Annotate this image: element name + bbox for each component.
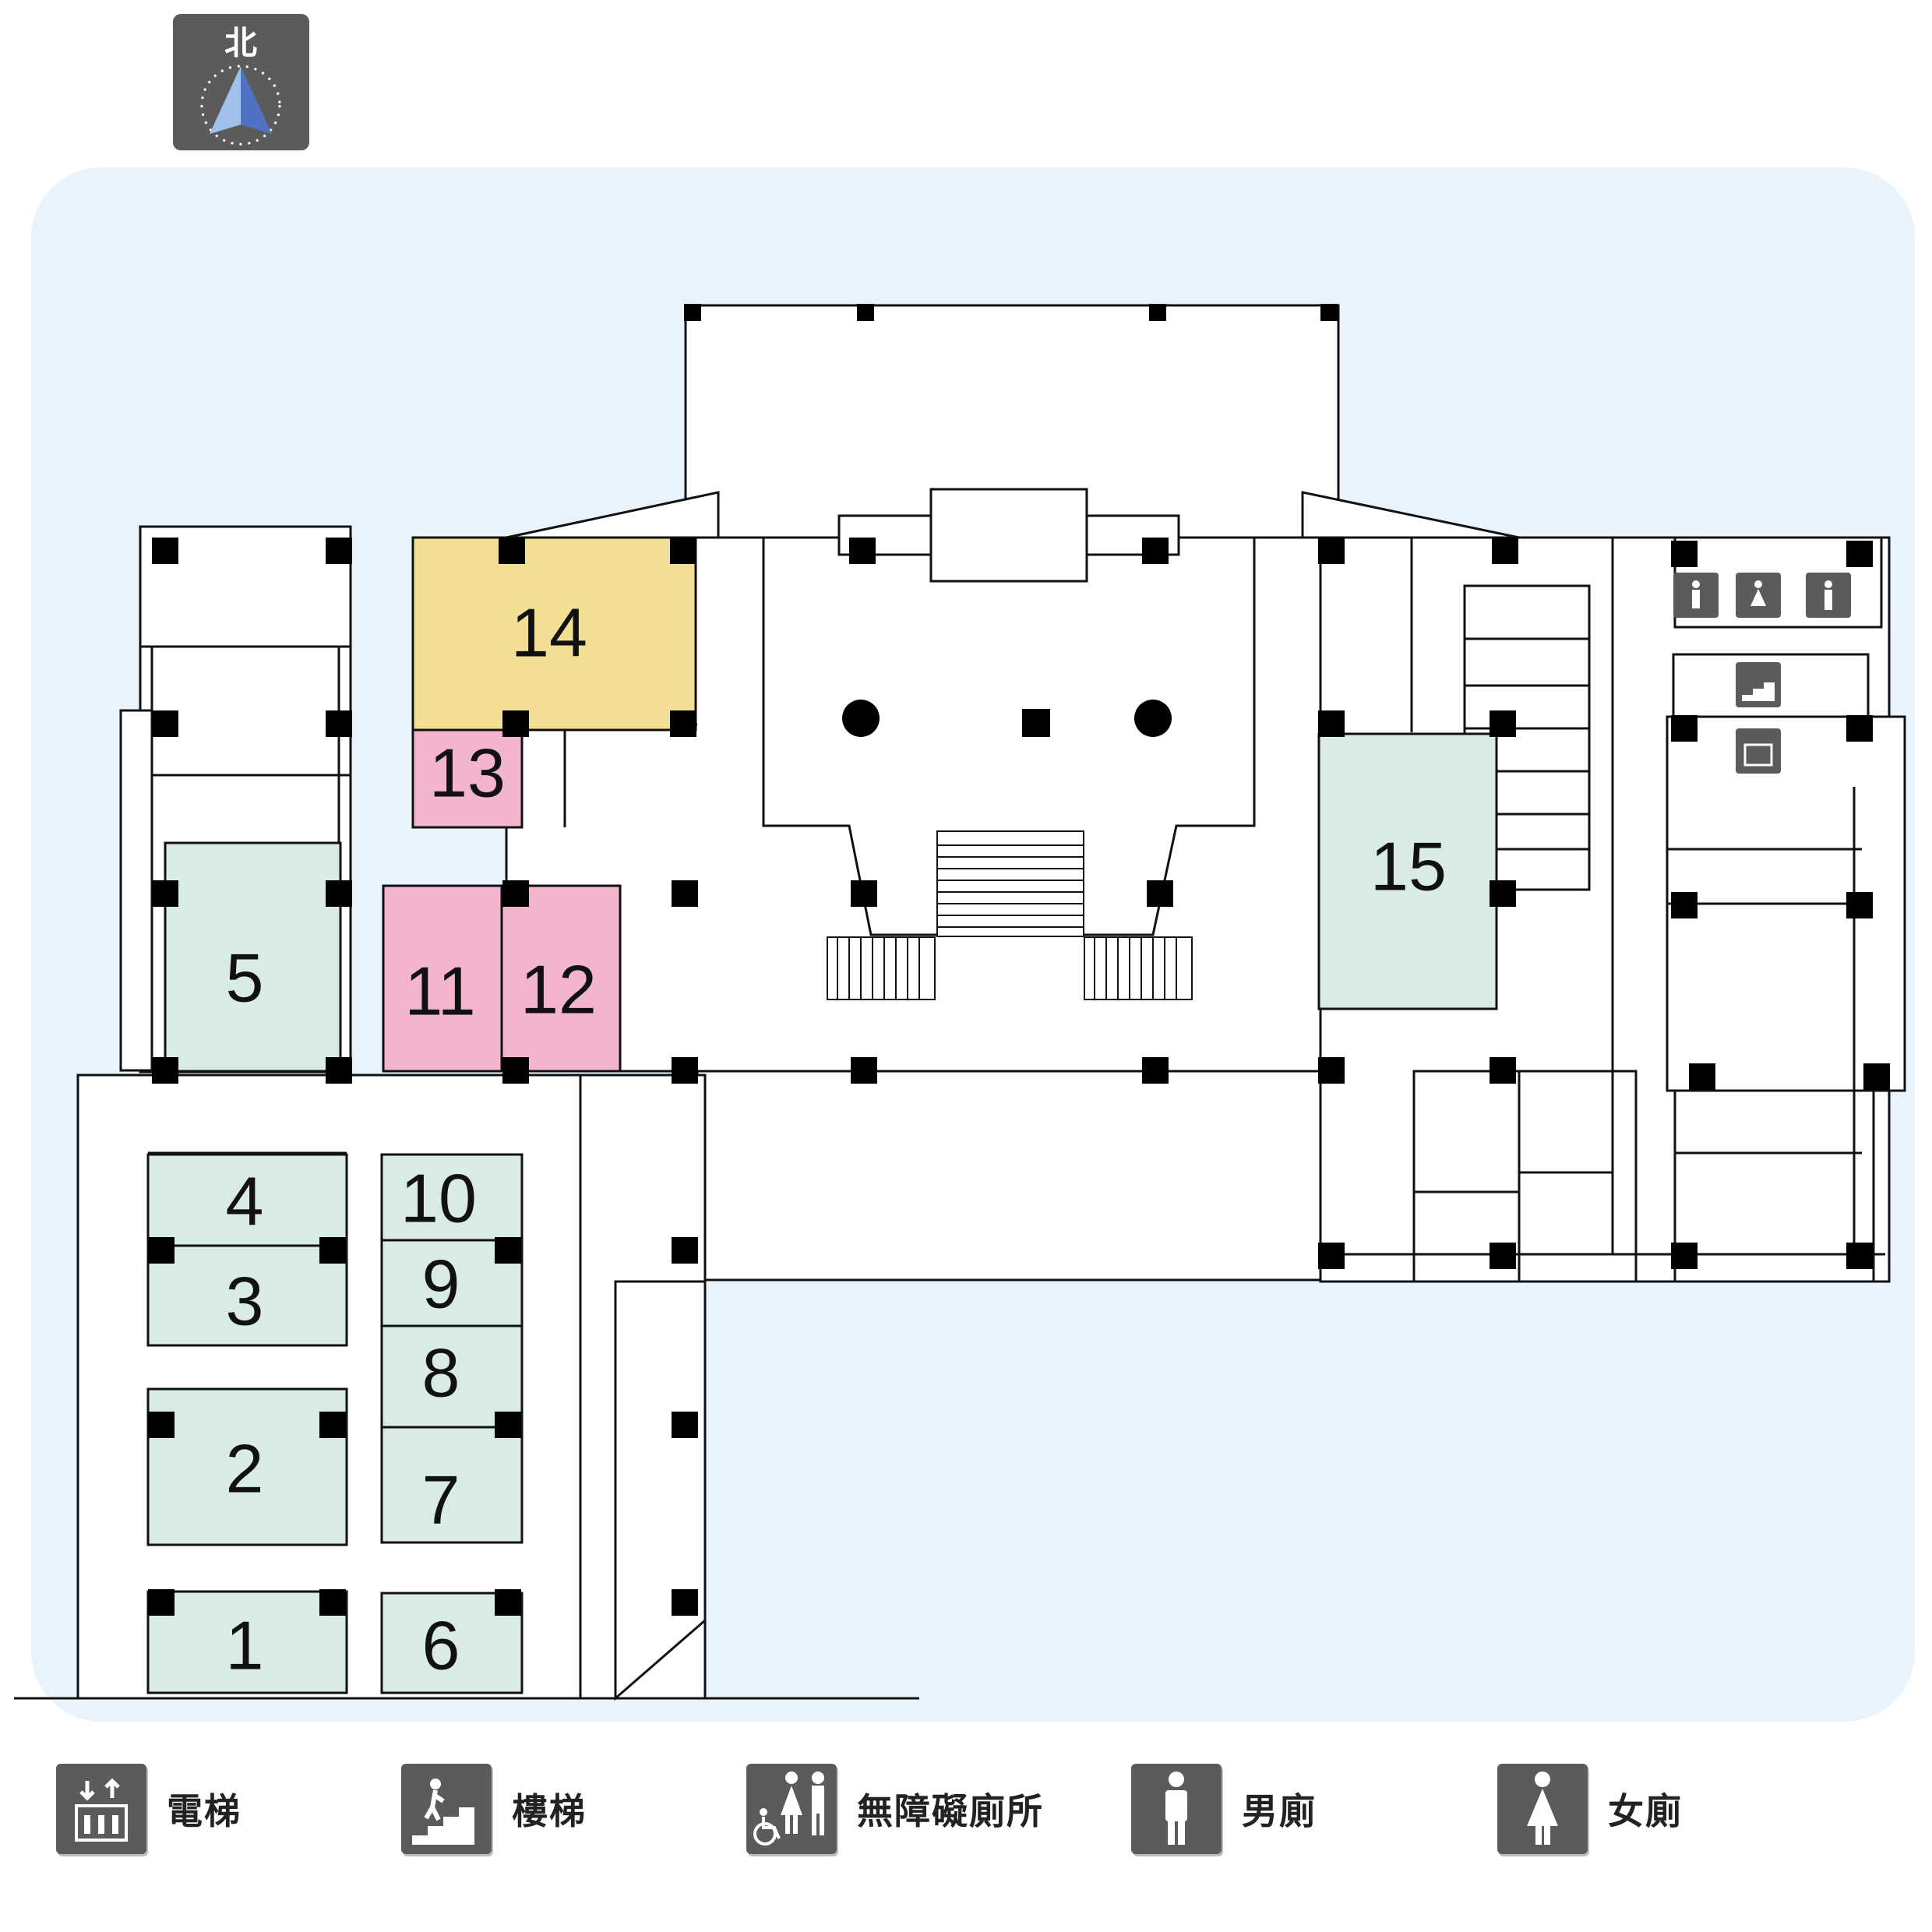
map-restroom-icons [1673, 573, 1851, 774]
mens-restroom-icon [1131, 1764, 1222, 1854]
room-13 [411, 728, 524, 829]
room-label-10: 10 [400, 1160, 477, 1237]
room-15 [1317, 732, 1498, 1010]
legend-item-stairs: 樓梯 [401, 1764, 587, 1854]
room-8 [380, 1324, 524, 1429]
legend-label-womens: 女廁 [1608, 1790, 1683, 1832]
room-1 [146, 1590, 348, 1694]
legend-item-womens: 女廁 [1497, 1764, 1683, 1854]
room-14 [411, 536, 697, 732]
room-label-1: 1 [226, 1607, 264, 1684]
room-10 [380, 1153, 524, 1242]
room-label-4: 4 [226, 1163, 264, 1240]
compass-label: 北 [224, 24, 257, 62]
map-elevator-icon [1736, 728, 1781, 774]
womens-restroom-icon [1497, 1764, 1588, 1854]
north-compass: 北 [173, 14, 309, 150]
accessible-restroom-icon [746, 1764, 837, 1854]
stairs-icon [401, 1764, 492, 1854]
legend-label-elevator: 電梯 [167, 1790, 242, 1832]
room-7 [380, 1426, 524, 1544]
map-legend: 電梯 樓梯 無障礙廁所 [0, 1753, 1932, 1877]
legend-item-mens: 男廁 [1131, 1764, 1317, 1854]
room-label-3: 3 [226, 1263, 264, 1340]
room-label-11: 11 [404, 953, 475, 1030]
room-label-5: 5 [226, 940, 264, 1017]
legend-label-accessible: 無障礙廁所 [857, 1790, 1044, 1832]
room-label-6: 6 [422, 1607, 460, 1684]
north-arrow-icon [210, 66, 241, 134]
room-5 [164, 841, 342, 1073]
legend-item-accessible: 無障礙廁所 [746, 1764, 1044, 1854]
room-4 [146, 1153, 348, 1247]
room-label-7: 7 [422, 1461, 460, 1539]
room-labels: 14 13 11 12 5 15 4 3 2 1 10 9 8 7 6 [226, 594, 1447, 1684]
room-3 [146, 1244, 348, 1347]
elevator-icon [56, 1764, 146, 1854]
room-label-2: 2 [226, 1430, 264, 1507]
room-label-12: 12 [520, 951, 597, 1028]
room-label-9: 9 [422, 1246, 460, 1323]
atrium-stairs [827, 830, 1193, 1000]
room-12 [500, 884, 622, 1073]
legend-label-mens: 男廁 [1242, 1790, 1317, 1832]
pillars [148, 304, 1890, 1616]
room-label-13: 13 [429, 735, 506, 812]
room-label-15: 15 [1370, 828, 1447, 905]
room-2 [146, 1387, 348, 1546]
legend-label-stairs: 樓梯 [512, 1790, 587, 1832]
room-label-8: 8 [422, 1334, 460, 1412]
room-label-14: 14 [511, 594, 587, 672]
legend-item-elevator: 電梯 [56, 1764, 242, 1854]
south-corridor [696, 1070, 1322, 1282]
